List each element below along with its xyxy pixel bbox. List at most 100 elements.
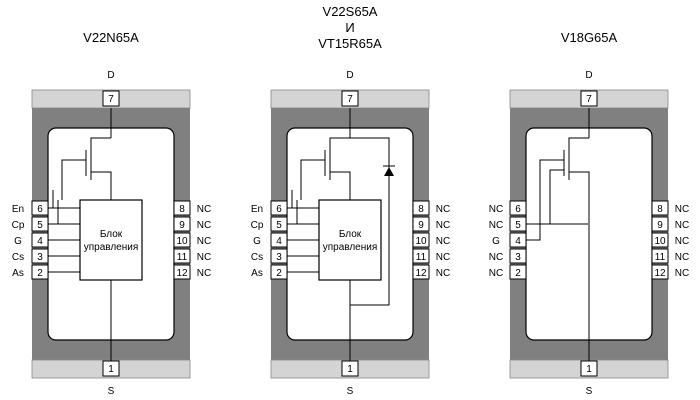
drain-label: D — [107, 70, 114, 81]
pin-box-right — [412, 264, 430, 280]
pin-label: NC — [675, 252, 689, 263]
pin-number: 3 — [276, 252, 282, 263]
pin-label: NC — [197, 252, 211, 263]
pin-box-right — [173, 216, 191, 232]
pin-number: 11 — [177, 252, 188, 263]
pin-label: Cs — [251, 252, 263, 263]
control-block-label: управления — [84, 242, 139, 253]
pin-box-left — [509, 264, 527, 280]
pin-box-right — [412, 216, 430, 232]
pin-number: 9 — [179, 220, 185, 231]
pin-label: Cp — [251, 220, 264, 231]
control-block — [79, 199, 143, 281]
pin-number: 8 — [418, 204, 424, 215]
pin-box-right — [651, 232, 669, 248]
pin-box-right — [412, 200, 430, 216]
pin-label: G — [253, 236, 261, 247]
pin-box-right — [412, 232, 430, 248]
pin-number: 10 — [176, 236, 188, 247]
mosfet-drain — [329, 137, 350, 145]
pin-label: NC — [675, 236, 689, 247]
pin-box-right — [173, 264, 191, 280]
pin-number: 2 — [37, 268, 43, 279]
pin-number: 7 — [108, 94, 114, 105]
pin-label: NC — [675, 204, 689, 215]
pin-label: NC — [197, 268, 211, 279]
pin-box-drain — [341, 90, 359, 107]
pin-number: 10 — [415, 236, 427, 247]
pin-label: NC — [436, 236, 450, 247]
drain-label: D — [346, 70, 353, 81]
gate-aux — [549, 169, 564, 224]
drain-label: D — [585, 70, 592, 81]
pin-label: NC — [197, 220, 211, 231]
source-label: S — [347, 386, 354, 397]
pin-number: 7 — [347, 94, 353, 105]
pin-number: 11 — [416, 252, 427, 263]
pin-box-drain — [580, 90, 598, 107]
pin-label: NC — [197, 204, 211, 215]
pin-box-right — [412, 248, 430, 264]
pin-number: 8 — [657, 204, 663, 215]
gate-wire — [300, 159, 325, 200]
pin-number: 1 — [586, 364, 592, 375]
pin-label: NC — [436, 268, 450, 279]
mosfet-source — [91, 171, 112, 190]
diode-icon — [384, 167, 394, 176]
pin-number: 2 — [276, 268, 282, 279]
pin-number: 12 — [415, 268, 427, 279]
pin-box-drain — [102, 90, 120, 107]
pin-label: NC — [436, 252, 450, 263]
pin-label: NC — [675, 268, 689, 279]
pin-box-right — [173, 248, 191, 264]
pin-number: 5 — [276, 220, 282, 231]
gate-wire — [526, 159, 564, 241]
pin-label: En — [251, 204, 263, 215]
pin-number: 4 — [515, 236, 521, 247]
pin-number: 9 — [657, 220, 663, 231]
mosfet-source — [330, 171, 351, 190]
pin-label: As — [251, 268, 263, 279]
pin-number: 6 — [37, 204, 43, 215]
control-block-label: управления — [323, 242, 378, 253]
pin-number: 11 — [655, 252, 666, 263]
pin-label: Cs — [12, 252, 24, 263]
pin-number: 4 — [37, 236, 43, 247]
pin-number: 6 — [276, 204, 282, 215]
pin-box-right — [651, 264, 669, 280]
source-label: S — [586, 386, 593, 397]
pin-label: Cp — [12, 220, 25, 231]
pin-box-right — [651, 248, 669, 264]
pin-label: NC — [436, 220, 450, 231]
pin-label: NC — [489, 252, 503, 263]
pin-number: 9 — [418, 220, 424, 231]
pin-box-right — [173, 232, 191, 248]
pin-label: NC — [197, 236, 211, 247]
mosfet-drain — [90, 137, 111, 145]
pin-number: 3 — [37, 252, 43, 263]
package-title: И — [345, 20, 354, 35]
pin-box-right — [651, 200, 669, 216]
pin-number: 10 — [654, 236, 666, 247]
package-title: V22N65A — [83, 30, 139, 45]
gate-wire — [61, 159, 86, 200]
package-title: VT15R65A — [318, 36, 382, 51]
pin-number: 3 — [515, 252, 521, 263]
pin-label: G — [492, 236, 500, 247]
pin-number: 8 — [179, 204, 185, 215]
pin-box-left — [509, 200, 527, 216]
pin-number: 7 — [586, 94, 592, 105]
pin-label: G — [14, 236, 22, 247]
pin-box-left — [509, 248, 527, 264]
control-block — [318, 199, 382, 281]
pin-number: 12 — [654, 268, 666, 279]
pin-number: 6 — [515, 204, 521, 215]
diode-wire — [350, 137, 390, 306]
pin-number: 12 — [176, 268, 188, 279]
pin-number: 4 — [276, 236, 282, 247]
pin-number: 5 — [515, 220, 521, 231]
